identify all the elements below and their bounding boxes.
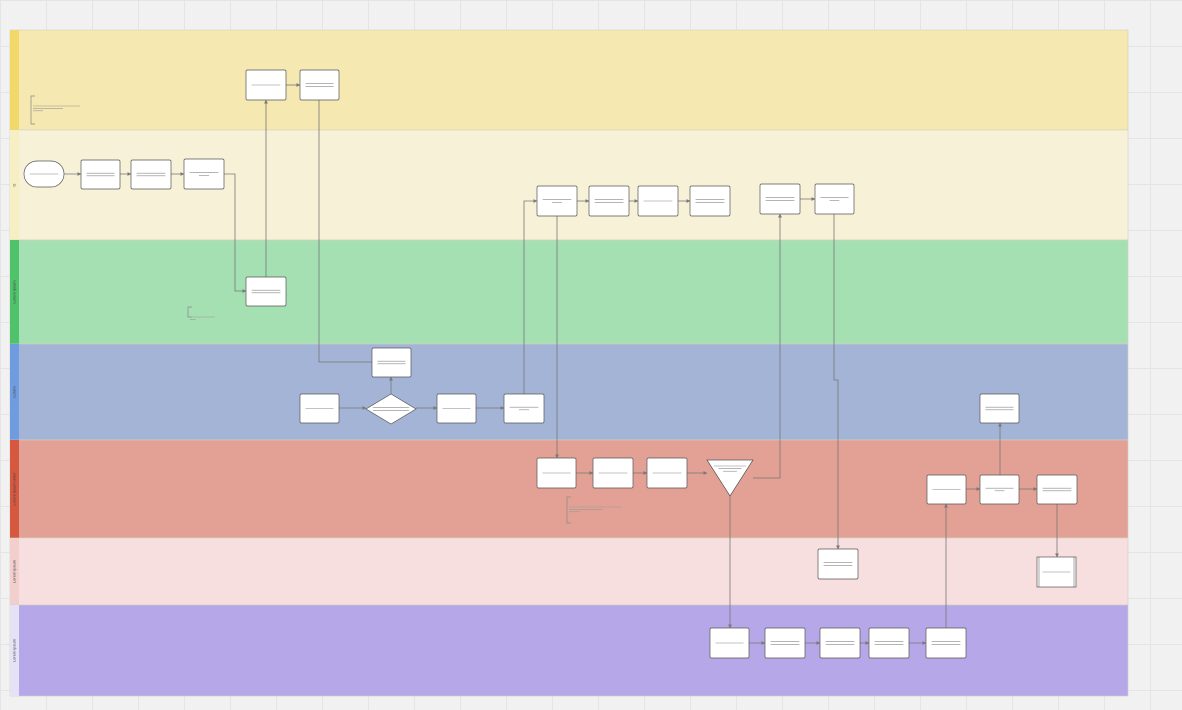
flow-node-n26-rect[interactable] xyxy=(1036,474,1078,505)
flow-node-n20-rect[interactable] xyxy=(536,457,577,489)
flow-node-n28-document[interactable] xyxy=(1036,556,1077,588)
process-box xyxy=(979,474,1020,505)
swimlane-header xyxy=(10,344,19,440)
flow-node-n5-rect[interactable] xyxy=(130,159,172,190)
flow-node-n19-rect[interactable] xyxy=(979,393,1020,424)
flow-node-n12-rect[interactable] xyxy=(759,183,801,215)
swimlane-1 xyxy=(9,29,1129,131)
connector-n23-n12 xyxy=(753,213,782,479)
swimlane-header xyxy=(10,130,19,240)
flow-node-n30-rect[interactable] xyxy=(764,627,806,659)
flow-node-n16-decision[interactable] xyxy=(365,393,417,425)
swimlane-header xyxy=(10,440,19,538)
process-box xyxy=(245,276,287,307)
swimlane-header xyxy=(10,30,19,130)
process-box xyxy=(868,627,910,659)
flow-node-n23-merge[interactable] xyxy=(706,459,754,497)
flow-node-n1-rect[interactable] xyxy=(245,69,287,101)
swimlane-3: Lorem ipsum xyxy=(9,239,1129,345)
process-box xyxy=(299,69,340,101)
process-box xyxy=(689,185,731,217)
flow-node-n29-rect[interactable] xyxy=(709,627,750,659)
process-box xyxy=(817,548,859,580)
process-box xyxy=(130,159,172,190)
flow-node-n31-rect[interactable] xyxy=(819,627,861,659)
flow-node-n6-rect[interactable] xyxy=(183,158,225,190)
process-box xyxy=(819,627,861,659)
swimlane-body xyxy=(9,29,1129,131)
swimlane-title: Lorem ipsum xyxy=(12,638,17,662)
merge-triangle xyxy=(706,459,754,497)
swimlane-title: Lorem ipsum xyxy=(12,559,17,583)
swimlane-title: Lorem ipsum dolor xyxy=(12,472,17,506)
swimlane-body xyxy=(9,537,1129,606)
annotation-note-3[interactable] xyxy=(566,496,622,524)
process-box xyxy=(371,347,412,378)
flow-node-n4-rect[interactable] xyxy=(80,159,121,190)
swimlane-body xyxy=(9,239,1129,345)
flow-node-n22-rect[interactable] xyxy=(646,457,688,489)
flow-node-n8-rect[interactable] xyxy=(536,185,578,217)
process-box xyxy=(1036,474,1078,505)
flow-nodes xyxy=(23,69,1078,659)
flow-node-n2-rect[interactable] xyxy=(299,69,340,101)
flow-node-n13-rect[interactable] xyxy=(814,183,855,215)
process-box xyxy=(979,393,1020,424)
connector-n13-n27 xyxy=(833,214,840,550)
flow-node-n27-rect[interactable] xyxy=(817,548,859,580)
flow-node-n33-rect[interactable] xyxy=(925,627,967,659)
annotations xyxy=(30,95,622,524)
process-box xyxy=(80,159,121,190)
flow-node-n24-rect[interactable] xyxy=(926,474,967,505)
process-box xyxy=(588,185,630,217)
annotation-note-2[interactable] xyxy=(187,306,215,320)
swimlane-header xyxy=(10,538,19,605)
connector-n6-n7 xyxy=(224,173,247,293)
process-box xyxy=(764,627,806,659)
decision-diamond xyxy=(365,393,417,425)
flow-node-n10-rect[interactable] xyxy=(637,185,679,217)
swimlane-4: Lorem xyxy=(9,343,1129,441)
flow-node-n9-rect[interactable] xyxy=(588,185,630,217)
flow-node-n25-rect[interactable] xyxy=(979,474,1020,505)
annotation-bracket xyxy=(30,95,35,125)
flow-node-n17-rect[interactable] xyxy=(436,393,477,424)
flow-node-n21-rect[interactable] xyxy=(592,457,634,489)
swimlane-body xyxy=(9,343,1129,441)
swimlane-title: Lorem xyxy=(12,386,17,398)
process-box xyxy=(925,627,967,659)
flow-node-n11-rect[interactable] xyxy=(689,185,731,217)
process-box xyxy=(536,185,578,217)
process-box xyxy=(503,393,545,424)
swimlane-header xyxy=(10,240,19,344)
swimlane-2: G xyxy=(9,129,1129,241)
flow-node-n7-rect[interactable] xyxy=(245,276,287,307)
flow-node-n32-rect[interactable] xyxy=(868,627,910,659)
process-box xyxy=(183,158,225,190)
annotation-bracket xyxy=(566,496,571,524)
process-box xyxy=(759,183,801,215)
swimlane-body xyxy=(9,129,1129,241)
connector-n18-n8 xyxy=(523,199,538,394)
flow-node-n14-rect[interactable] xyxy=(371,347,412,378)
flow-node-n15-rect[interactable] xyxy=(299,393,340,424)
swimlane-6: Lorem ipsum xyxy=(9,537,1129,606)
flow-node-n3-terminal[interactable] xyxy=(23,160,65,188)
process-box xyxy=(814,183,855,215)
swimlane-title: Lorem ipsum xyxy=(12,280,17,304)
annotation-note-1[interactable] xyxy=(30,95,80,125)
swimlane-title: G xyxy=(12,183,17,186)
flow-node-n18-rect[interactable] xyxy=(503,393,545,424)
swimlane-header xyxy=(10,605,19,696)
